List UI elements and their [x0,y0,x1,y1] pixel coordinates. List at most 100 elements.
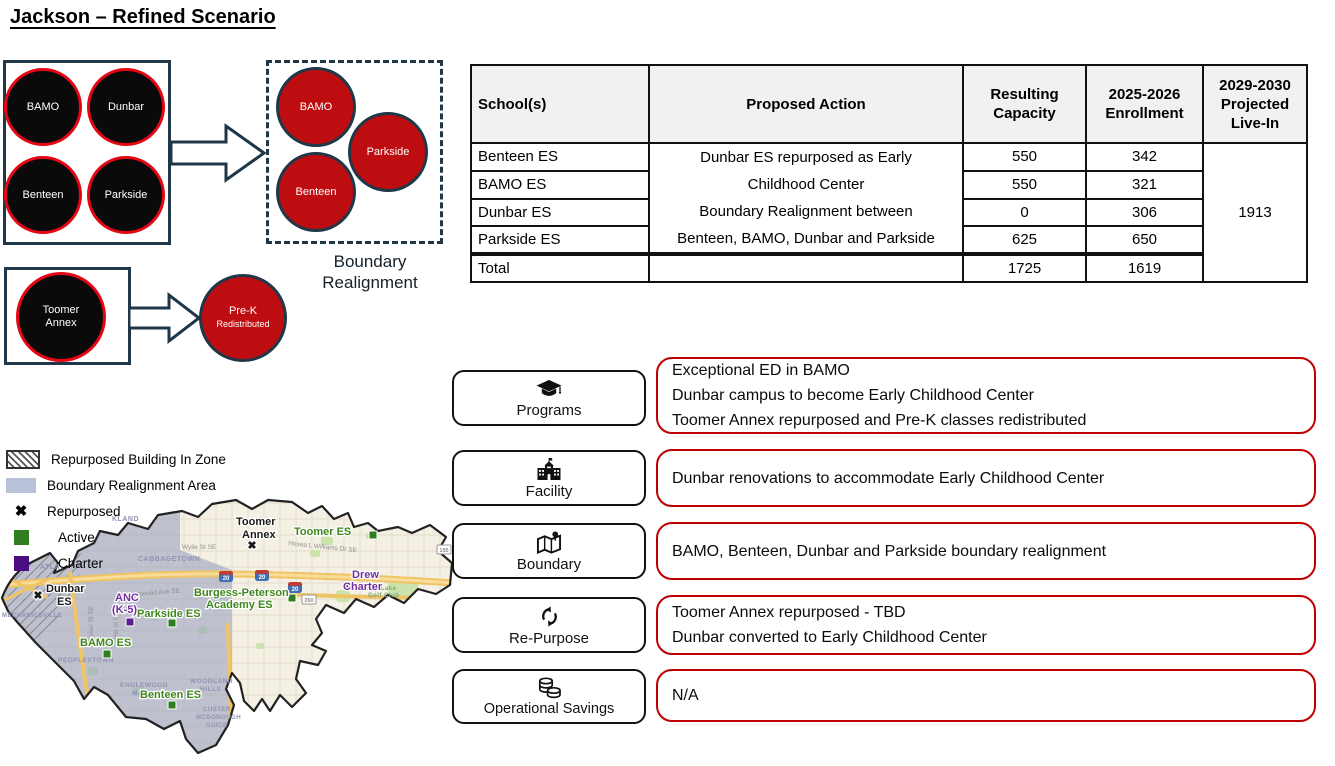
circle-label: Benteen [22,188,64,201]
neighborhood-label: WOODLAND [190,678,233,685]
street-label: Glenwood Ave SE [128,587,181,599]
circle-bamo-after: BAMO [276,67,356,147]
legend-item-realignment-area: Boundary Realignment Area [6,472,226,498]
circle-benteen-after: Benteen [276,152,356,232]
cell-projected-livein: 1913 [1202,142,1308,283]
neighborhood-label: CABBAGETOWN [138,556,200,563]
cell-school: BAMO ES [470,169,650,200]
table-row: BAMO ES 550 321 [470,169,1307,200]
callout-line: Toomer Annex repurposed - TBD [672,604,906,621]
map-label-drew-charter: Charter [343,581,383,593]
caption-line: Boundary [333,252,407,271]
panel-label-programs: Programs [452,370,646,426]
cell-capacity: 550 [962,142,1087,172]
cell-total-label: Total [470,252,650,283]
callout-line: BAMO, Benteen, Dunbar and Parkside bound… [672,542,1107,560]
neighborhood-label: PEOPLESTOWN [58,657,114,664]
legend-label: Repurposed [47,503,121,519]
circle-dunbar-before: Dunbar [87,68,165,146]
school-building-icon [537,457,561,480]
circle-label: BAMO [299,100,333,113]
neighborhood-label: ENGLEWOOD [120,682,168,689]
route-260-marker: 260 [301,594,317,605]
svg-text:20: 20 [292,587,299,593]
map-legend: Repurposed Building In Zone Boundary Rea… [6,446,226,576]
legend-item-repurposed-zone: Repurposed Building In Zone [6,446,226,472]
map-label-burgess-peterson: Burgess-Peterson [194,587,289,599]
circle-parkside-before: Parkside [87,156,165,234]
action-line: Benteen, BAMO, Dunbar and Parkside [677,230,935,247]
cell-capacity: 625 [962,225,1087,255]
column-header-enrollment: 2025-2026 Enrollment [1085,64,1204,144]
map-label-toomer-annex: Toomer [236,516,276,528]
circle-toomer-annex: Toomer Annex [16,272,106,362]
cell-capacity: 550 [962,169,1087,200]
panel-label-text: Boundary [516,555,582,573]
panel-label-boundary: Boundary [452,523,646,579]
neighborhood-label: Golf Club [368,593,400,599]
cell-empty [648,252,964,283]
x-marker-icon: ✖ [14,503,28,520]
svg-text:260: 260 [304,598,313,604]
neighborhood-label: KLAND [112,516,139,523]
legend-label: Boundary Realignment Area [47,477,216,493]
neighborhood-label: CUSTER [203,707,231,713]
cell-school: Benteen ES [470,142,650,172]
callout-line: Dunbar campus to become Early Childhood … [672,387,1034,404]
callout-line: Dunbar converted to Early Childhood Cent… [672,629,987,646]
green-square-icon [14,529,29,545]
repurposed-x-marker: ✖ [247,540,256,552]
recycle-icon [541,605,557,627]
neighborhood-label: East Lake [364,586,397,592]
action-line: Boundary Realignment between [699,203,913,220]
map-label-anc: (K-5) [112,604,137,616]
legend-label: Charter [58,555,104,571]
legend-label: Active [58,529,95,545]
circle-parkside-after: Parkside [348,112,428,192]
panel-label-text: Operational Savings [483,700,615,717]
table-total-row: Total 1725 1619 [470,252,1307,283]
panel-label-text: Facility [525,482,573,500]
circle-label: Parkside [104,188,148,201]
map-label-anc: ANC [115,592,139,604]
arrow-right-icon [170,123,267,183]
neighborhood-label: HILLS [200,686,221,693]
scenario-table: School(s) Proposed Action Resulting Capa… [470,64,1308,283]
panel-label-text: Programs [516,401,582,419]
column-header-livein: 2029-2030 Projected Live-In [1202,64,1308,144]
callout-line: Dunbar renovations to accommodate Early … [672,469,1105,487]
circle-label: Benteen [295,185,337,198]
panel-label-operational-savings: Operational Savings [452,669,646,724]
arrow-right-icon [128,291,202,345]
legend-label: Repurposed Building In Zone [51,451,226,467]
map-label-dunbar-es: Dunbar [46,583,85,595]
route-155-marker: 155 [436,544,452,555]
interstate-20-shield-icon: 20 20 20 [219,570,302,593]
legend-item-active: Active [6,524,226,550]
legend-item-charter: Charter [6,550,226,576]
neighborhood-label: GUICE [206,723,228,729]
graduation-cap-icon [536,379,562,396]
cell-enrollment: 650 [1085,225,1204,255]
repurposed-x-marker: ✖ [33,590,42,602]
callout-line: N/A [672,687,699,704]
cell-capacity: 0 [962,197,1087,228]
callout-line: Exceptional ED in BAMO [672,362,850,379]
neighborhood-label: MCDONOUGH [196,715,241,721]
charter-school-marker [125,581,355,627]
circle-benteen-before: Benteen [4,156,82,234]
callout-operational-savings: N/A [656,669,1316,722]
panel-label-text: Re-Purpose [508,629,590,647]
active-school-marker [102,530,378,710]
hatch-swatch-icon [6,449,40,469]
circle-label: Dunbar [107,100,145,113]
map-label-dunbar-es: ES [57,596,72,608]
cell-total-capacity: 1725 [962,252,1087,283]
svg-text:20: 20 [259,575,266,581]
table-row: Parkside ES 625 650 [470,225,1307,255]
legend-item-repurposed: ✖ Repurposed [6,498,226,524]
caption-line: Realignment [322,273,418,292]
map-label-parkside-es: Parkside ES [137,608,201,620]
map-label-drew-charter: Drew [352,569,379,581]
